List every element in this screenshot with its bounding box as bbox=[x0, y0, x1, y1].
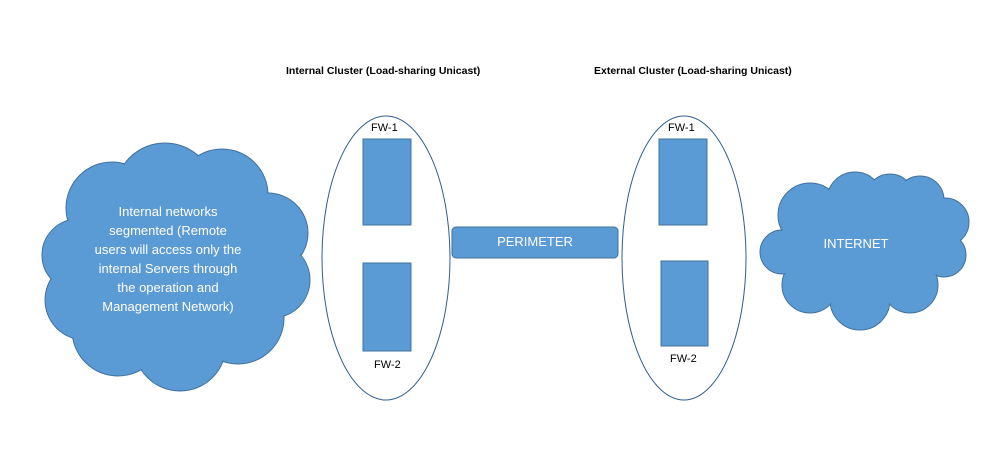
internet-cloud: INTERNET bbox=[759, 171, 970, 331]
internal-fw2-label: FW-2 bbox=[374, 359, 401, 371]
internal-cloud-line-6: Management Network) bbox=[102, 299, 234, 314]
external-cluster-title: External Cluster (Load-sharing Unicast) bbox=[594, 65, 792, 77]
internal-cloud-line-1: Internal networks bbox=[119, 204, 218, 219]
internal-networks-cloud: Internal networks segmented (Remote user… bbox=[41, 142, 311, 392]
internal-cluster: FW-1 FW-2 bbox=[321, 115, 451, 401]
internal-fw2-box bbox=[362, 262, 412, 352]
internal-cloud-line-2: segmented (Remote bbox=[109, 223, 227, 238]
internet-label: INTERNET bbox=[824, 236, 889, 251]
external-cluster: FW-1 FW-2 bbox=[621, 115, 747, 401]
external-cluster-ellipse bbox=[621, 115, 747, 401]
external-fw2-label: FW-2 bbox=[670, 353, 697, 365]
perimeter-label: PERIMETER bbox=[497, 234, 573, 249]
internal-cloud-line-5: the operation and bbox=[117, 280, 218, 295]
external-fw2-box bbox=[660, 260, 709, 347]
perimeter-node: PERIMETER bbox=[451, 226, 619, 259]
internal-cluster-ellipse bbox=[321, 115, 451, 401]
internal-cloud-line-3: users will access only the bbox=[95, 242, 242, 257]
perimeter-box bbox=[451, 226, 619, 259]
internal-cluster-title: Internal Cluster (Load-sharing Unicast) bbox=[286, 65, 480, 77]
external-fw1-label: FW-1 bbox=[668, 122, 695, 134]
internal-fw1-box bbox=[362, 138, 412, 226]
internal-cloud-line-4: internal Servers through bbox=[99, 261, 238, 276]
internal-fw1-label: FW-1 bbox=[371, 122, 398, 134]
external-fw1-box bbox=[658, 138, 708, 226]
